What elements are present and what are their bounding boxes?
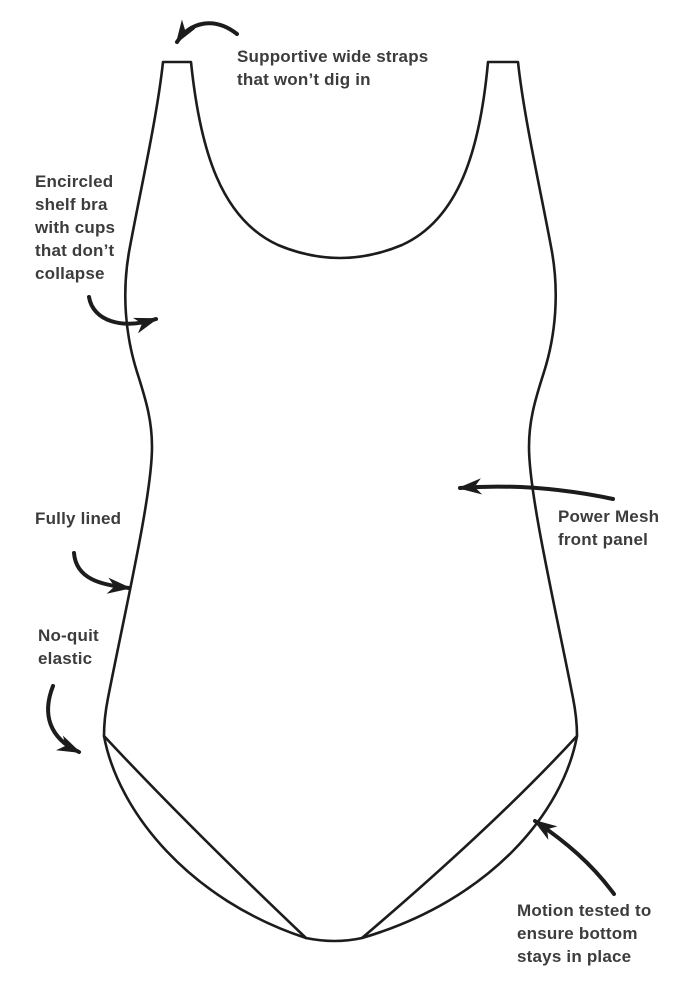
arrow-icon-power-mesh	[457, 478, 615, 501]
curved-arrow-icon-motion	[533, 819, 616, 896]
label-straps: Supportive wide straps that won’t dig in	[237, 47, 429, 89]
label-power-mesh: Power Mesh front panel	[558, 507, 660, 549]
curved-arrow-icon-elastic	[46, 684, 82, 754]
curved-arrow-icon-straps	[175, 19, 239, 45]
swimsuit-outline	[102, 60, 579, 943]
label-elastic: No-quit elastic	[38, 626, 99, 668]
label-fully-lined: Fully lined	[35, 509, 122, 528]
curved-arrow-icon-fully-lined	[72, 551, 132, 594]
label-motion: Motion tested to ensure bottom stays in …	[517, 901, 652, 966]
right-leg-opening-line	[360, 734, 579, 940]
label-shelf-bra: Encircled shelf bra with cups that don’t…	[35, 172, 116, 283]
left-leg-opening-line	[102, 734, 308, 940]
curved-arrow-icon-shelf-bra	[87, 295, 159, 334]
